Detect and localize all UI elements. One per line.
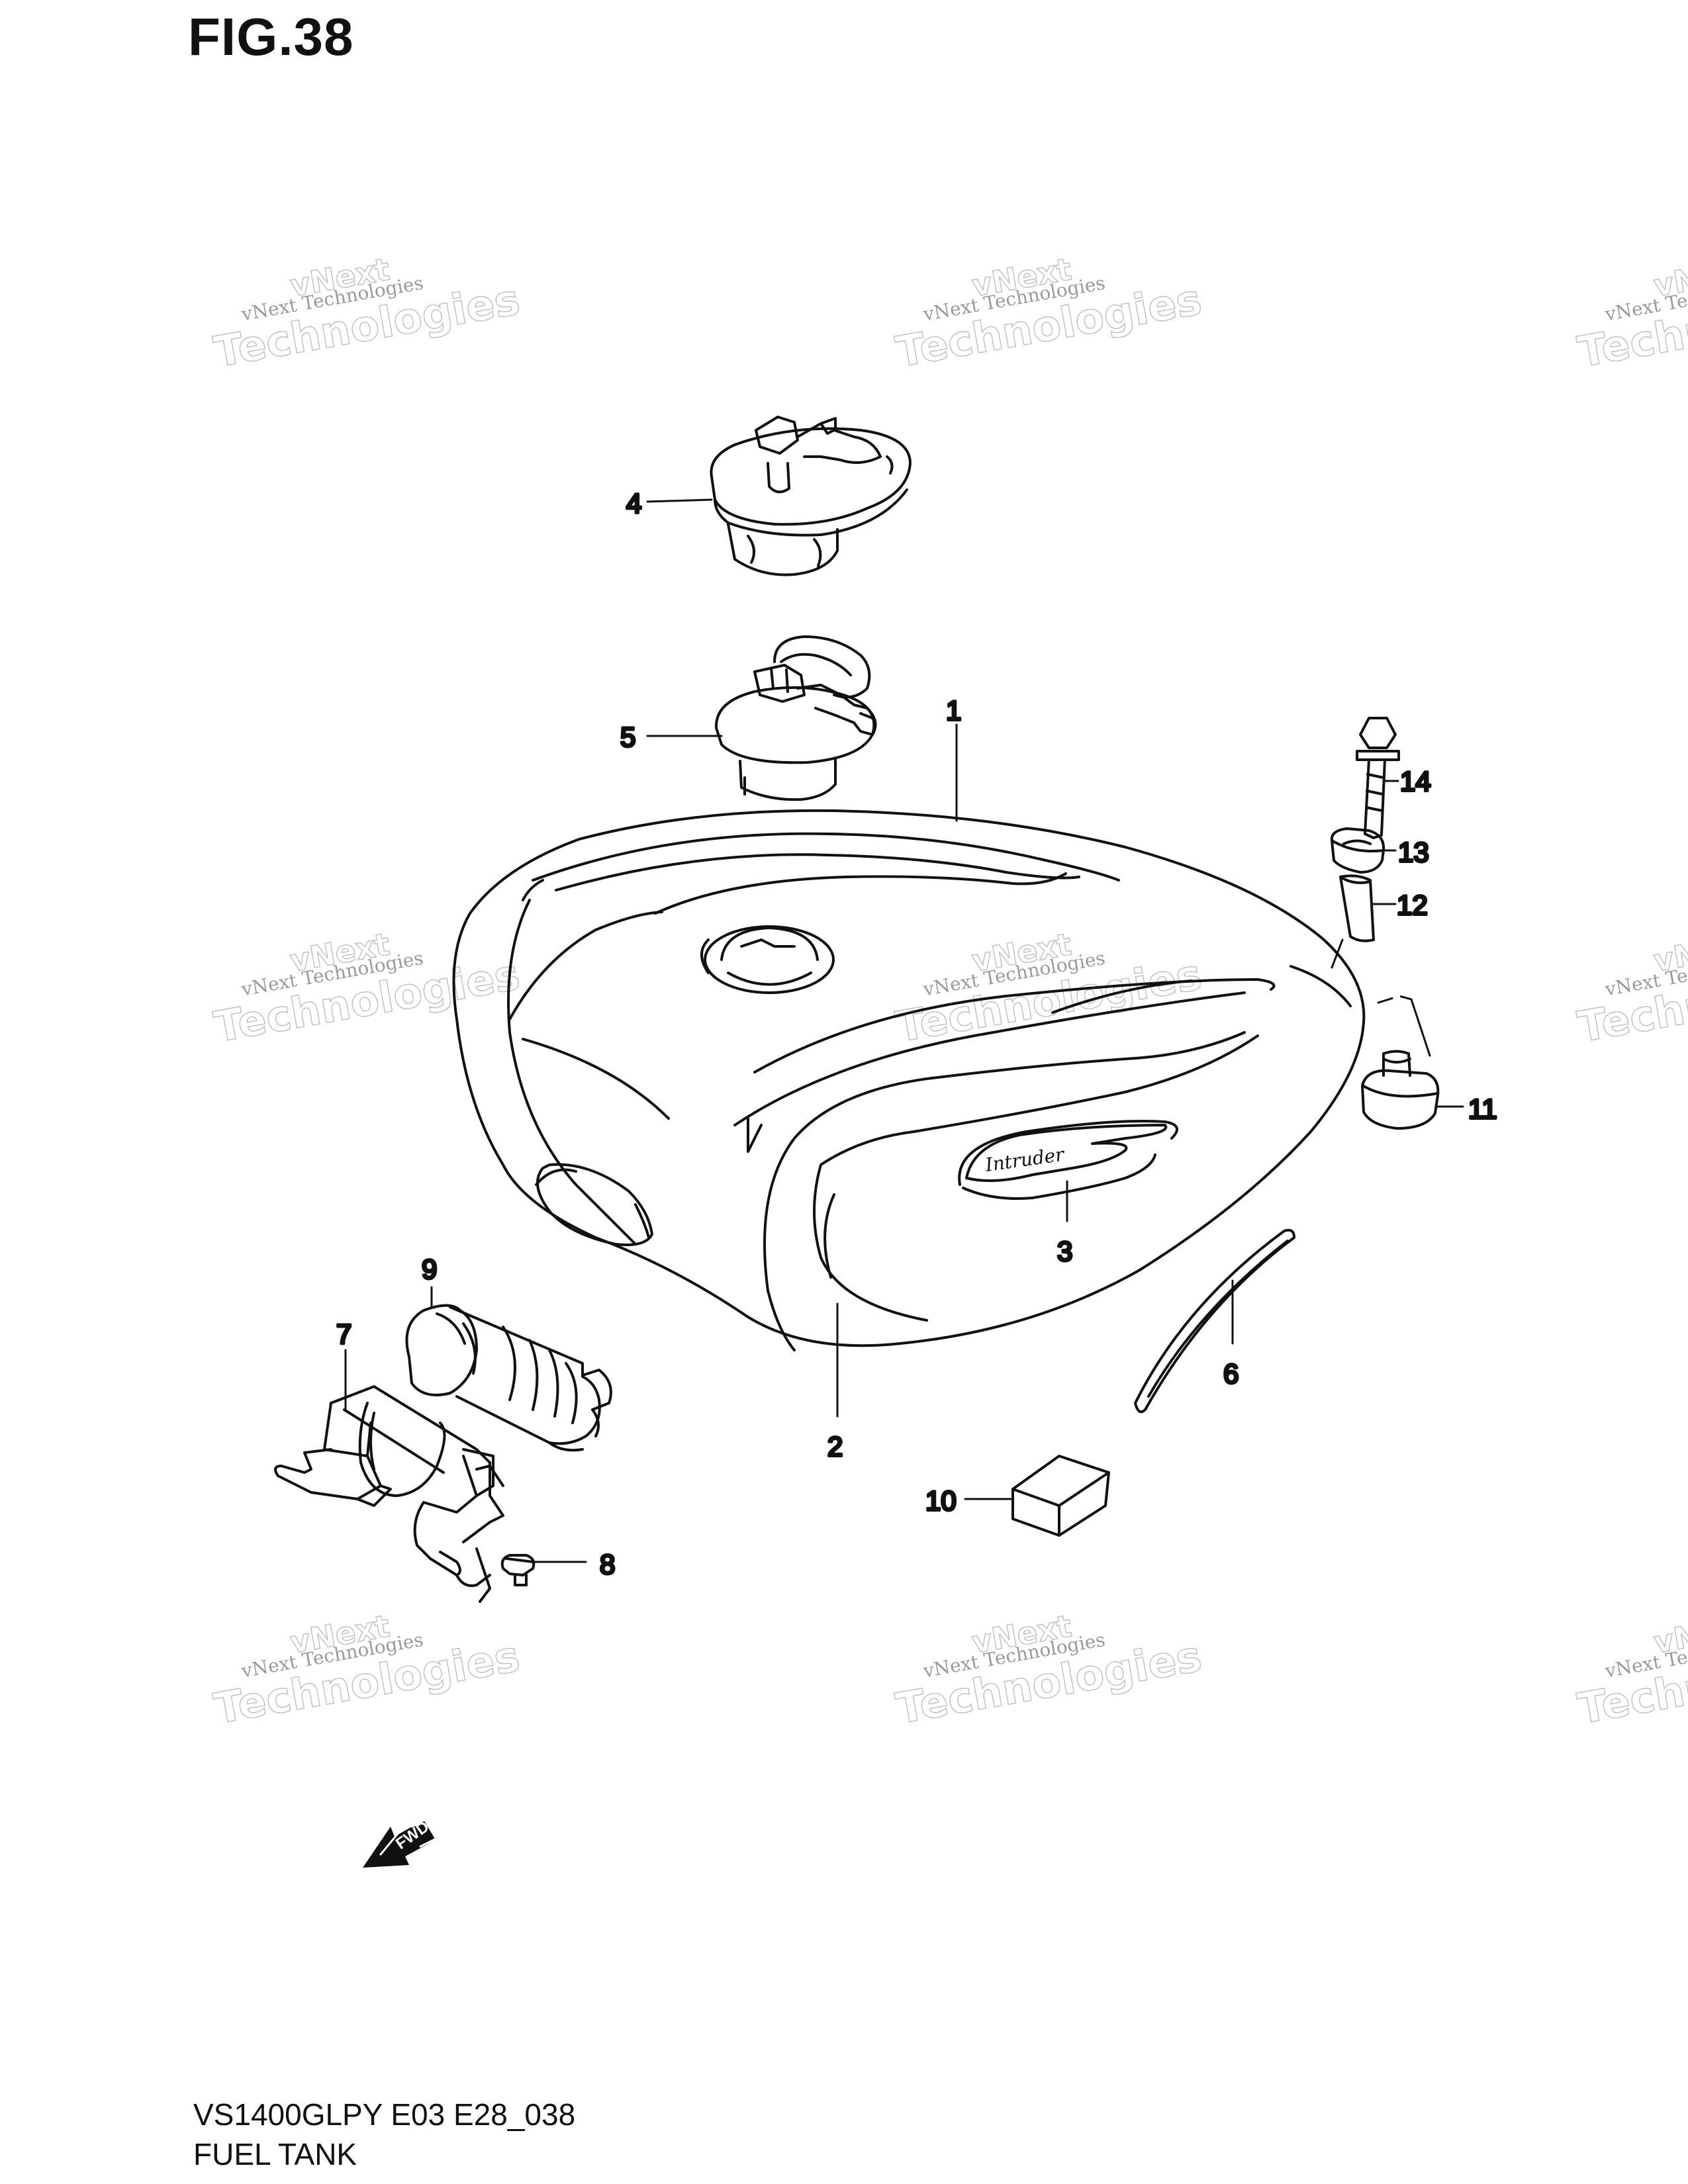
part-13-collar [1330, 827, 1385, 874]
callout-12: 12 [1397, 889, 1428, 921]
callout-3: 3 [1057, 1236, 1072, 1267]
part-8-bolt [500, 1554, 536, 1586]
callout-5: 5 [620, 721, 635, 752]
part-6-trim-strip [1134, 1228, 1295, 1414]
part-5-fuel-cap [714, 635, 877, 801]
part-12-spacer [1339, 874, 1375, 942]
callout-13: 13 [1398, 837, 1429, 868]
callout-7: 7 [336, 1318, 352, 1349]
callout-14: 14 [1400, 766, 1431, 797]
part-10-pad [1011, 1455, 1110, 1537]
callout-6: 6 [1223, 1358, 1239, 1389]
part-11-grommet [1361, 1050, 1440, 1130]
part-4-locking-cap [710, 416, 912, 576]
part-7-bracket [274, 1385, 504, 1603]
callout-9: 9 [422, 1253, 437, 1285]
fwd-direction-arrow: FWD [363, 1812, 448, 1868]
callout-leaders [344, 498, 1464, 1563]
part-1-fuel-tank: Intruder [452, 809, 1366, 1351]
model-code: VS1400GLPY E03 E28_038 [193, 2097, 576, 2132]
callout-8: 8 [600, 1549, 615, 1580]
callout-4: 4 [626, 488, 641, 519]
callout-2: 2 [827, 1431, 843, 1462]
mount-guide-line [1377, 995, 1413, 1004]
part-3-intruder-emblem: Intruder [958, 1120, 1178, 1200]
mount-guide-line [1331, 938, 1344, 969]
callout-11: 11 [1468, 1093, 1497, 1124]
callout-10: 10 [925, 1485, 957, 1516]
callout-numbers: 1 2 3 4 5 6 7 8 9 10 11 12 13 14 [335, 486, 1499, 1581]
part-14-bolt [1356, 717, 1400, 839]
figure-title: FIG.38 [188, 7, 354, 66]
callout-1: 1 [946, 695, 961, 726]
part-9-cushion [405, 1304, 612, 1452]
mount-guide-line [1410, 998, 1431, 1057]
figure-name: FUEL TANK [193, 2137, 357, 2171]
